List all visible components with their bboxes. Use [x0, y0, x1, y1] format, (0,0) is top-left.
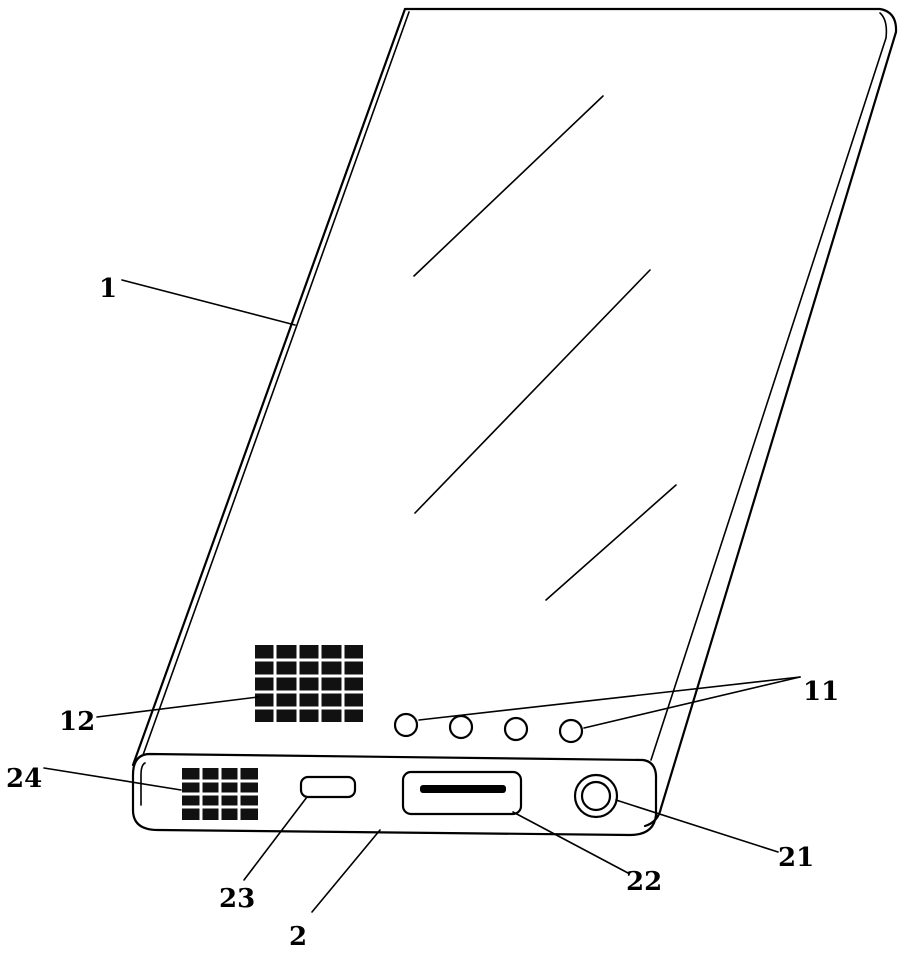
- label-12: 12: [59, 707, 95, 737]
- label-22: 22: [626, 867, 662, 897]
- indicator-light: [503, 716, 529, 742]
- usb-a-port: [401, 770, 523, 816]
- leader-line-12: [96, 696, 259, 718]
- shading-line: [414, 269, 651, 514]
- end-face-inner-edge: [140, 762, 146, 806]
- label-11: 11: [803, 677, 839, 707]
- indicator-light: [558, 718, 584, 744]
- reference-labels: 1 12 11 24 23 2 22 21: [6, 274, 839, 952]
- leader-line-24: [43, 767, 182, 791]
- display-panel-block: [255, 645, 363, 722]
- indicator-light: [393, 712, 419, 738]
- end-display: [182, 768, 258, 820]
- leader-line-2: [311, 829, 381, 913]
- shading-line: [545, 484, 677, 601]
- leader-line-21: [615, 799, 779, 853]
- body-front-edge: [142, 11, 410, 756]
- leader-line-11: [418, 676, 801, 721]
- round-port: [573, 773, 619, 819]
- leader-line-23: [243, 796, 308, 881]
- round-port-outer: [573, 773, 619, 819]
- usb-a-port-outer: [401, 770, 523, 816]
- micro-port: [299, 775, 357, 799]
- leader-line-1: [121, 279, 296, 326]
- label-23: 23: [219, 884, 255, 914]
- leader-line-22: [512, 811, 629, 874]
- end-face-outline: [131, 752, 658, 837]
- usb-a-port-tongue: [420, 785, 506, 793]
- label-2: 2: [289, 922, 307, 952]
- shading-line: [413, 95, 604, 277]
- round-port-inner: [580, 780, 612, 812]
- indicator-light: [448, 714, 474, 740]
- label-24: 24: [6, 764, 42, 794]
- leader-lines: [43, 279, 801, 913]
- body-outline: [131, 7, 898, 828]
- label-21: 21: [778, 843, 814, 873]
- power-bank-body: [131, 7, 898, 828]
- display-panel: [255, 645, 363, 722]
- label-1: 1: [99, 274, 117, 304]
- indicator-lights: [393, 712, 584, 744]
- body-side-edge: [650, 12, 888, 761]
- end-face: [131, 752, 658, 837]
- leader-line-11: [583, 676, 801, 729]
- surface-shading: [413, 95, 677, 601]
